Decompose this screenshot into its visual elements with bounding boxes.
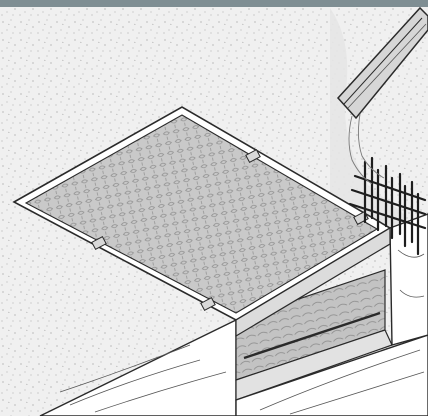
wood-form-icon bbox=[39, 213, 428, 416]
top-band bbox=[0, 0, 428, 7]
rebar-cage-icon bbox=[348, 156, 427, 256]
chute-icon bbox=[336, 6, 428, 185]
